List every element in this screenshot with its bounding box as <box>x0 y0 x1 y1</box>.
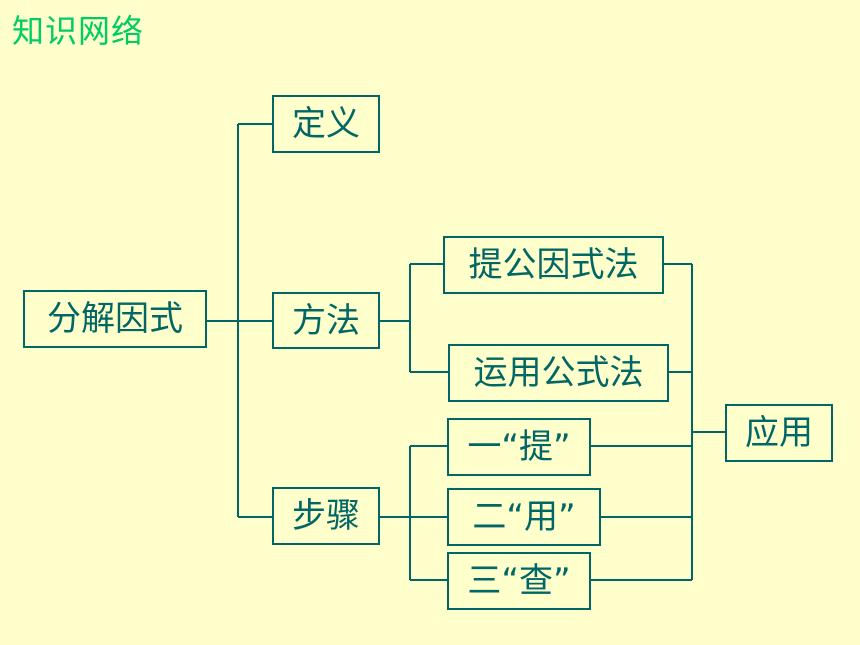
node-definition: 定义 <box>272 95 380 153</box>
node-factor-out: 提公因式法 <box>443 236 664 294</box>
node-step2: 二“用” <box>447 488 601 546</box>
page-title: 知识网络 <box>12 12 145 50</box>
node-step1: 一“提” <box>447 418 591 476</box>
node-application: 应用 <box>725 404 833 462</box>
node-method: 方法 <box>272 292 380 349</box>
node-steps: 步骤 <box>272 487 380 545</box>
node-formula: 运用公式法 <box>448 344 669 402</box>
node-root: 分解因式 <box>23 290 207 348</box>
node-step3: 三“查” <box>447 552 591 610</box>
